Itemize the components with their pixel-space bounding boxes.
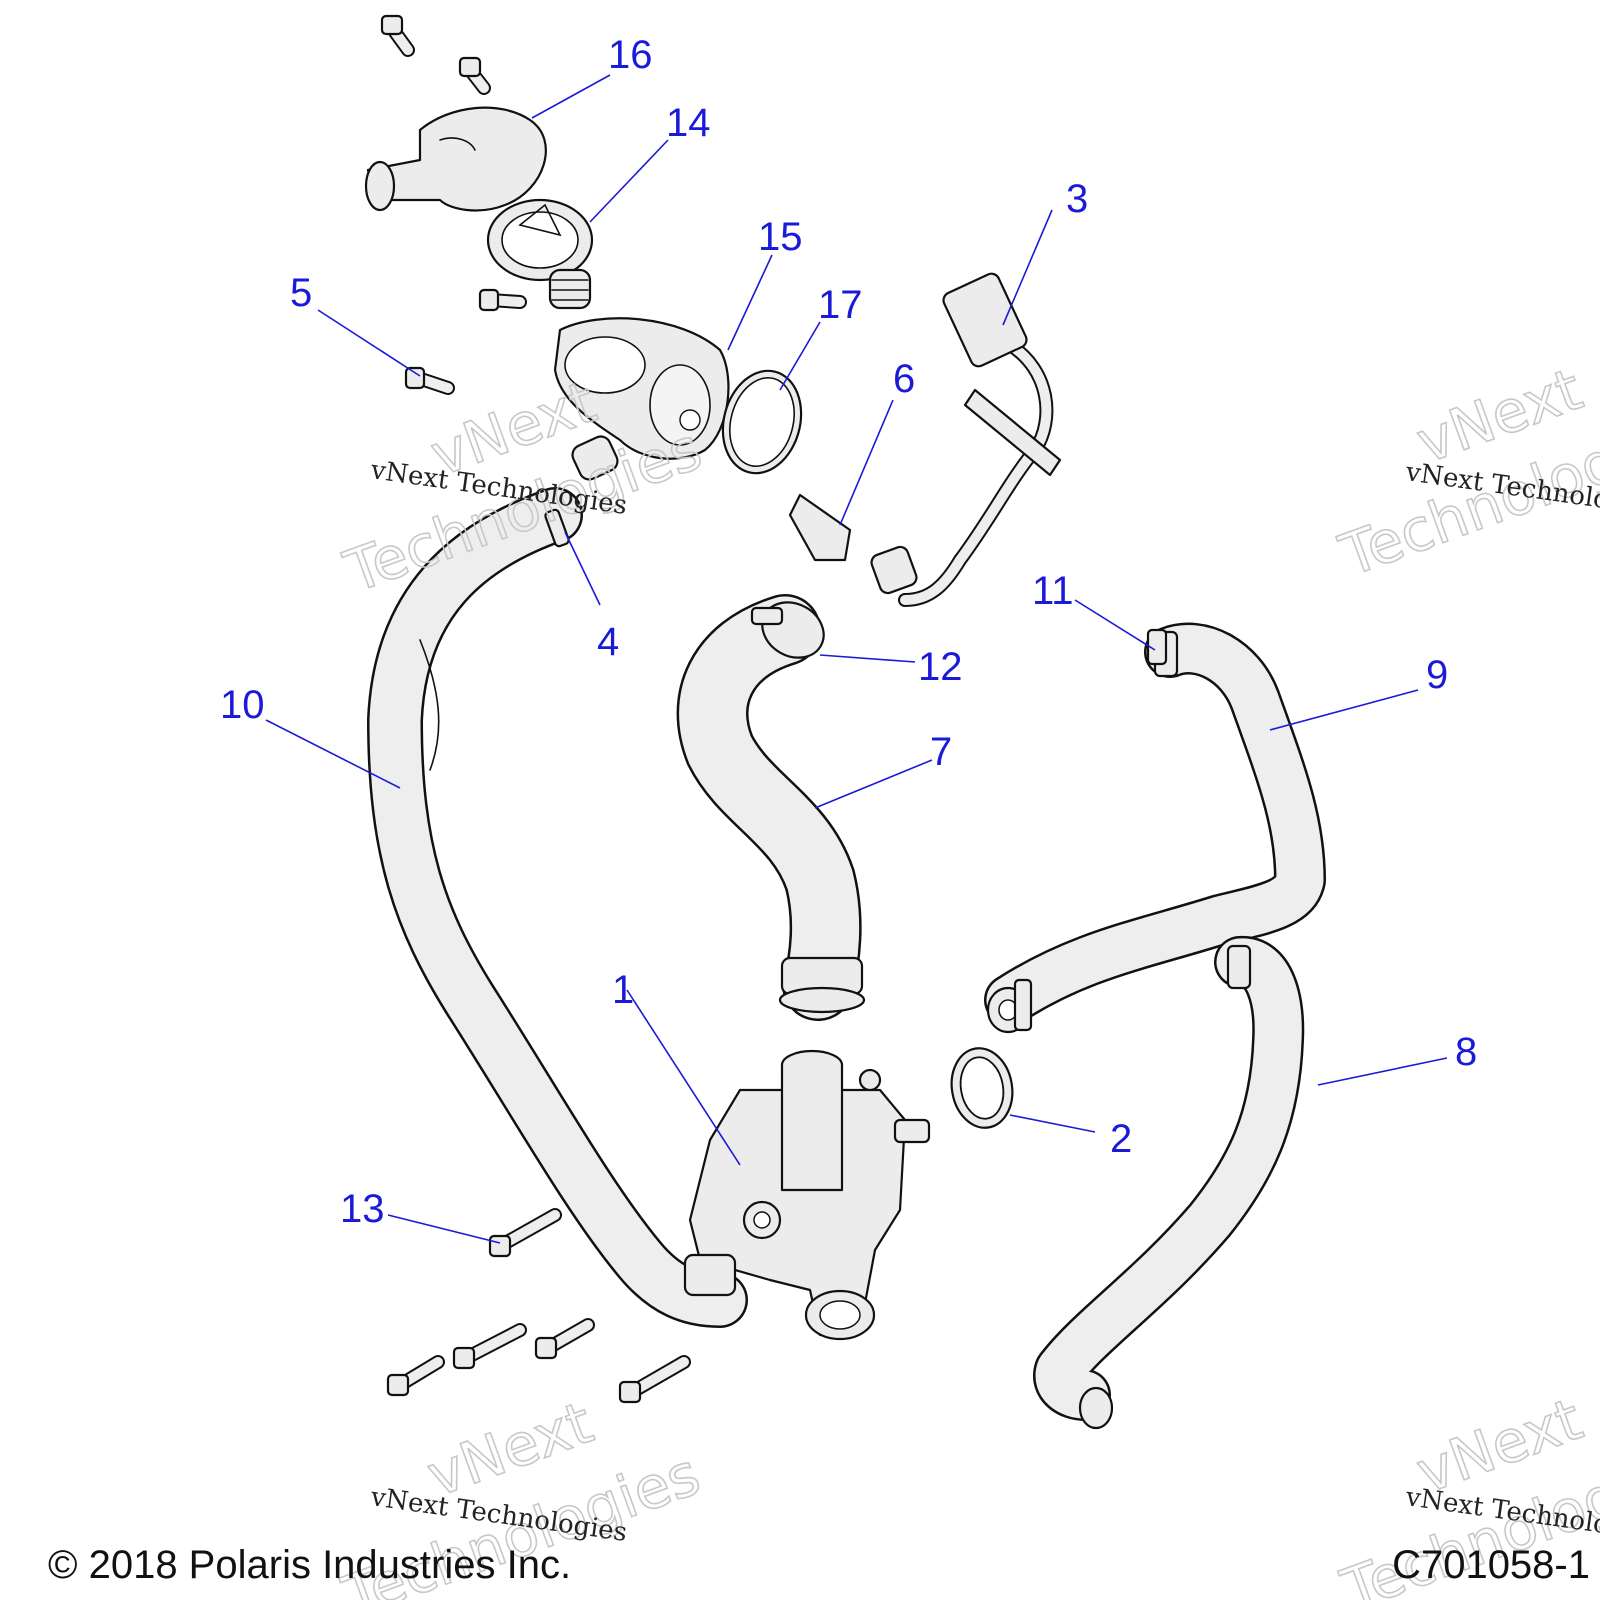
callout-7[interactable]: 7: [930, 730, 952, 774]
copyright-text: © 2018 Polaris Industries Inc.: [48, 1543, 571, 1587]
callout-1[interactable]: 1: [612, 968, 634, 1012]
callout-10[interactable]: 10: [220, 683, 265, 727]
part-3-harness[interactable]: [898, 271, 1062, 607]
callout-9[interactable]: 9: [1426, 653, 1448, 697]
leader-lines: [265, 74, 1448, 1244]
watermarks: vNext Technologies vNext Technologies vN…: [333, 354, 1600, 1600]
callout-12[interactable]: 12: [918, 645, 963, 689]
callout-4[interactable]: 4: [597, 620, 619, 664]
pump-bolt-a[interactable]: [386, 1355, 445, 1397]
part-17-o-ring[interactable]: [712, 362, 812, 482]
callout-17[interactable]: 17: [818, 283, 863, 327]
part-15-thermostat-housing[interactable]: [553, 317, 730, 482]
part-11-clamp[interactable]: [1146, 628, 1168, 666]
part-1-water-pump[interactable]: [683, 1049, 931, 1341]
housing-bolt[interactable]: [478, 288, 527, 312]
part-14-thermostat[interactable]: [486, 198, 594, 310]
diagram-id: C701058-1: [1392, 1543, 1590, 1587]
pump-bolt-d[interactable]: [618, 1355, 691, 1404]
callout-5[interactable]: 5: [290, 271, 312, 315]
part-6-temp-sensor[interactable]: [788, 493, 919, 595]
callout-11[interactable]: 11: [1032, 569, 1074, 613]
callout-14[interactable]: 14: [666, 101, 711, 145]
callout-8[interactable]: 8: [1455, 1030, 1477, 1074]
callout-labels: 1 2 3 4 5 6 7 8 9 10 11 12 13 14 15 16 1…: [220, 33, 1477, 1231]
part-7-hose[interactable]: [676, 591, 866, 1021]
pump-bolt-c[interactable]: [534, 1318, 595, 1360]
callout-13[interactable]: 13: [340, 1187, 385, 1231]
part-16-thermostat-cover[interactable]: [364, 106, 547, 212]
callout-2[interactable]: 2: [1110, 1117, 1132, 1161]
pump-bolt-b[interactable]: [452, 1323, 527, 1370]
cover-bolt[interactable]: [380, 14, 415, 57]
cover-bolt-2[interactable]: [458, 56, 491, 95]
callout-6[interactable]: 6: [893, 357, 915, 401]
part-5-bolt[interactable]: [404, 366, 455, 395]
part-10-hose[interactable]: [367, 487, 748, 1328]
part-13-bolt[interactable]: [488, 1208, 562, 1258]
callout-15[interactable]: 15: [758, 215, 803, 259]
part-2-o-ring[interactable]: [946, 1043, 1019, 1132]
callout-16[interactable]: 16: [608, 33, 653, 77]
callout-3[interactable]: 3: [1066, 177, 1088, 221]
part-4-clamp[interactable]: [544, 508, 570, 548]
part-8-hose[interactable]: [1033, 936, 1305, 1430]
